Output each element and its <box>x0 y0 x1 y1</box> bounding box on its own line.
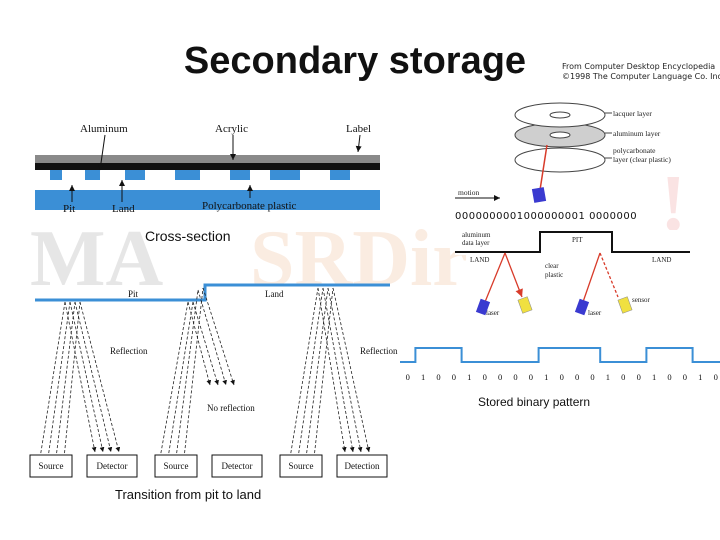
bit-label: 0 <box>529 372 533 382</box>
bits-label: 0000000001000000001 0000000 <box>455 211 637 222</box>
box-label-5: Source <box>289 461 314 471</box>
clear-plastic-line2: plastic <box>545 271 563 279</box>
credit-line-2: ©1998 The Computer Language Co. Inc. <box>562 72 720 81</box>
bit-label: 0 <box>406 372 410 382</box>
no-reflection-label: No reflection <box>207 403 255 413</box>
source-box-1 <box>29 454 73 478</box>
detector-box-2 <box>211 454 263 478</box>
bit-label: 0 <box>683 372 687 382</box>
source-box-2 <box>154 454 198 478</box>
source-box-3 <box>279 454 323 478</box>
bit-label: 0 <box>498 372 502 382</box>
aluminum-layer <box>35 163 380 170</box>
bit-label: 0 <box>560 372 564 382</box>
aluminum-arrow <box>97 134 106 171</box>
bit-label: 1 <box>652 372 656 382</box>
reflection-diagram: Pit Land Reflection <box>29 283 398 478</box>
svg-text:SRDir: SRDir <box>250 215 468 303</box>
box-label-2: Detector <box>97 461 128 471</box>
disc-layers-diagram: lacquer layer aluminum layer polycarbona… <box>455 102 690 317</box>
polycarbonate-line1: polycarbonate <box>613 146 656 155</box>
pit-label: Pit <box>63 203 75 215</box>
polycarbonate-label: Polycarbonate plastic <box>202 200 297 212</box>
bit-label: 0 <box>590 372 594 382</box>
aluminum-label: Aluminum <box>80 123 128 135</box>
acrylic-label: Acrylic <box>215 123 248 135</box>
credit-line-1: From Computer Desktop Encyclopedia <box>562 62 716 71</box>
bit-label: 0 <box>436 372 440 382</box>
laser-left-label: laser <box>486 309 500 317</box>
bit-label: 0 <box>575 372 579 382</box>
aluminum-data-line1: aluminum <box>462 231 491 239</box>
svg-text:MA: MA <box>30 215 164 303</box>
land-right-tag: LAND <box>652 256 671 264</box>
transition-caption: Transition from pit to land <box>115 487 262 502</box>
aluminum-layer-label: aluminum layer <box>613 129 661 138</box>
pit-profile <box>455 231 690 253</box>
motion-label: motion <box>458 188 480 197</box>
pit-land-surface <box>35 283 390 302</box>
bit-label: 1 <box>698 372 702 382</box>
laser-right-icon <box>574 298 590 316</box>
aluminum-data-line2: data layer <box>462 239 490 247</box>
cross-section-caption: Cross-section <box>145 228 231 244</box>
reflect-pit-label: Pit <box>128 289 139 299</box>
bit-label: 0 <box>452 372 456 382</box>
land-left-tag: LAND <box>470 256 489 264</box>
box-label-6: Detection <box>345 461 380 471</box>
detection-box <box>336 454 388 478</box>
disc-polycarbonate <box>514 147 606 173</box>
clear-plastic-line1: clear <box>545 262 559 270</box>
bit-label: 0 <box>714 372 718 382</box>
bit-label: 1 <box>421 372 425 382</box>
bit-label: 0 <box>667 372 671 382</box>
label-layer <box>35 155 380 163</box>
laser-right-label: laser <box>588 309 602 317</box>
sensor-left-icon <box>517 296 533 314</box>
lacquer-label: lacquer layer <box>613 109 652 118</box>
disc-laser-icon <box>531 187 547 203</box>
bit-label: 0 <box>637 372 641 382</box>
binary-waveform <box>400 347 720 363</box>
reflect-land-label: Land <box>265 289 284 299</box>
bit-label: 0 <box>621 372 625 382</box>
binary-caption: Stored binary pattern <box>478 395 591 409</box>
detector-box-1 <box>86 454 138 478</box>
reflection-right-label: Reflection <box>360 346 398 356</box>
sensor-right-icon <box>617 296 633 314</box>
box-label-4: Detector <box>222 461 253 471</box>
reflection-left-label: Reflection <box>110 346 148 356</box>
slide-title: Secondary storage <box>183 40 527 82</box>
bit-label: 1 <box>544 372 548 382</box>
binary-pattern-diagram: 0 1 0 0 1 0 0 0 0 1 0 0 0 1 0 0 1 0 0 1 0 <box>400 347 720 382</box>
polycarbonate-line2: layer (clear plastic) <box>613 155 671 164</box>
land-label: Land <box>112 203 135 215</box>
laser-left-icon <box>475 298 491 316</box>
bit-label: 0 <box>483 372 487 382</box>
cross-section-diagram: Aluminum Acrylic Label Pit Land Polycarb… <box>35 123 380 215</box>
box-label-1: Source <box>39 461 64 471</box>
box-label-3: Source <box>164 461 189 471</box>
sensor-label: sensor <box>632 296 651 304</box>
pit-tag: PIT <box>572 236 583 244</box>
label-arrow <box>355 134 362 153</box>
label-label: Label <box>346 123 371 135</box>
bit-label: 0 <box>513 372 517 382</box>
bit-label: 1 <box>467 372 471 382</box>
bit-label: 1 <box>606 372 610 382</box>
